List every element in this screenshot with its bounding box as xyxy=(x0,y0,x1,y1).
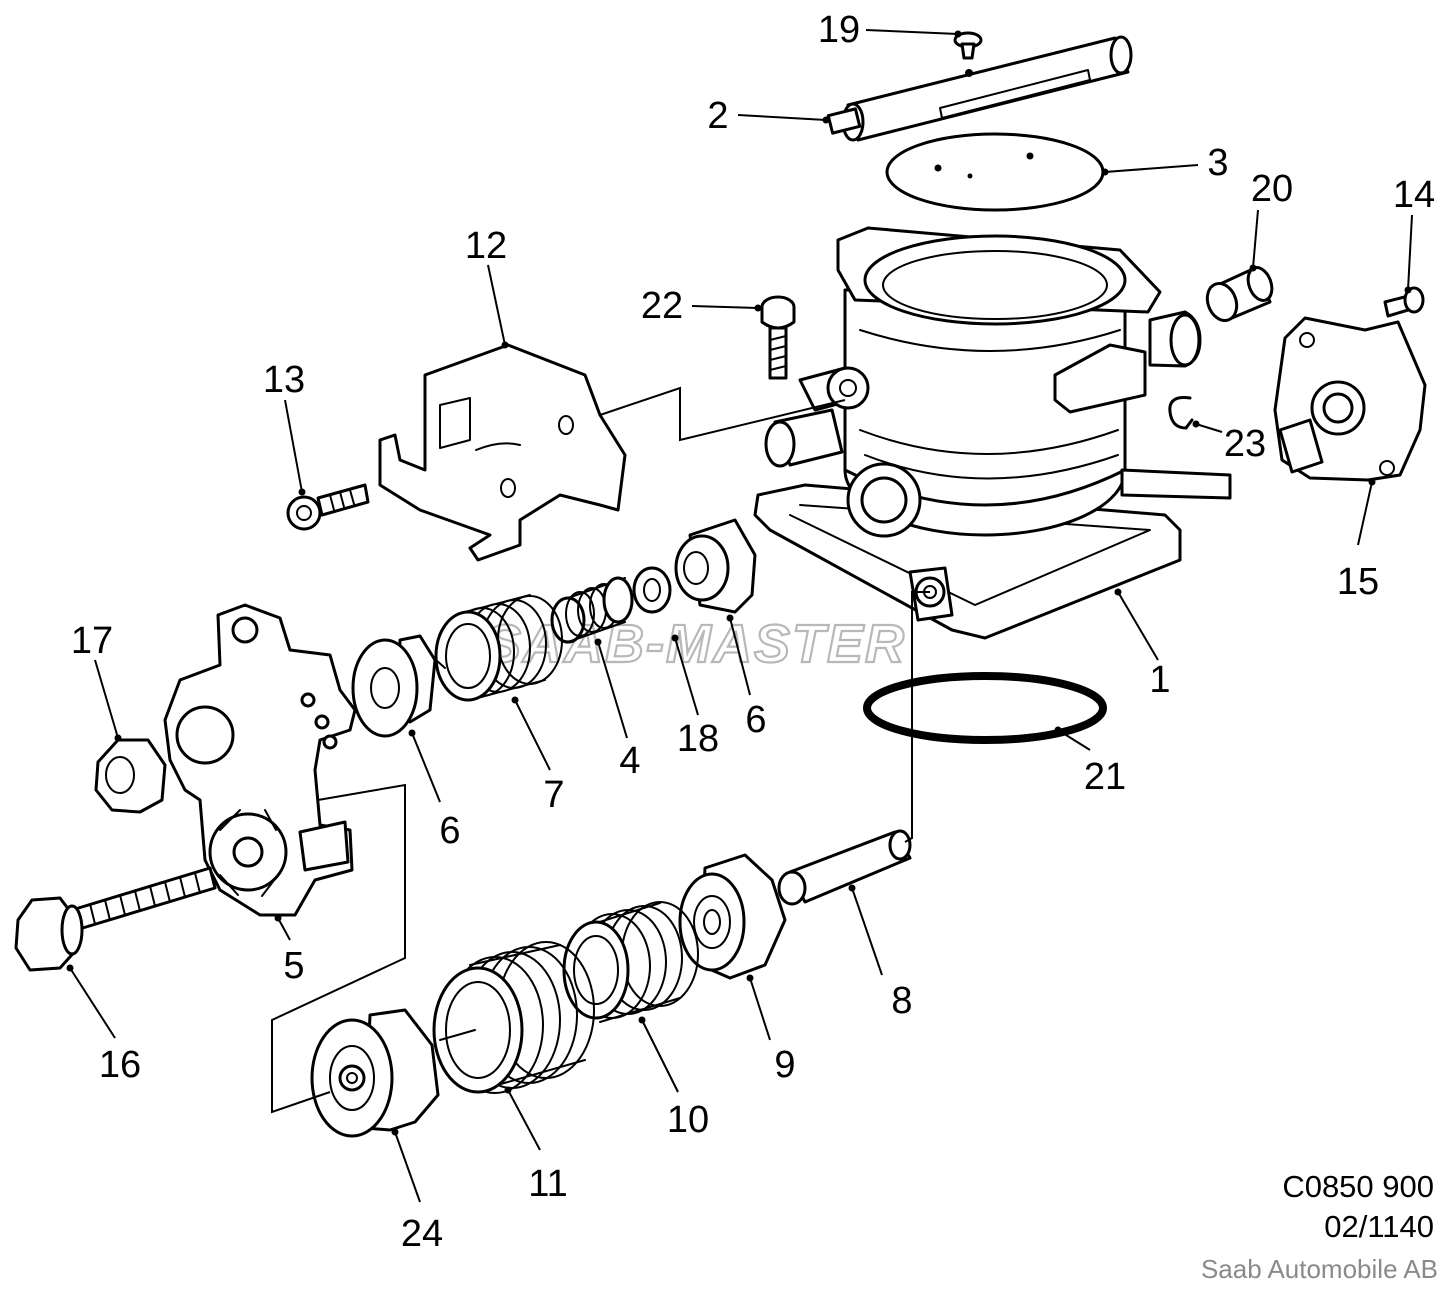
nut-17 xyxy=(94,738,167,814)
callout-14: 14 xyxy=(1393,174,1435,216)
callout-6-upper: 6 xyxy=(745,699,766,741)
spring-seat-6-lower xyxy=(351,634,437,738)
callout-labels: 1 2 3 4 5 6 6 7 8 9 10 11 12 13 14 15 16… xyxy=(71,9,1435,1255)
leader-lines xyxy=(66,29,1413,1203)
callout-3: 3 xyxy=(1207,142,1228,184)
spring-10 xyxy=(562,901,699,1023)
callout-23: 23 xyxy=(1224,423,1266,465)
callout-5: 5 xyxy=(283,945,304,987)
callout-24: 24 xyxy=(401,1213,443,1255)
callout-10: 10 xyxy=(667,1099,709,1141)
drawing-code: C0850 900 xyxy=(1282,1169,1434,1204)
screw-19 xyxy=(953,31,983,60)
sleeve-20 xyxy=(1205,266,1274,322)
screw-22 xyxy=(760,295,796,380)
callout-8: 8 xyxy=(891,980,912,1022)
callout-15: 15 xyxy=(1337,561,1379,603)
callout-18: 18 xyxy=(677,718,719,760)
callout-9: 9 xyxy=(774,1044,795,1086)
bearing-housing-9 xyxy=(678,853,787,980)
sheet-number: 02/1140 xyxy=(1324,1209,1434,1244)
callout-20: 20 xyxy=(1251,168,1293,210)
callout-1: 1 xyxy=(1149,659,1170,701)
copyright-notice: Saab Automobile AB xyxy=(1201,1254,1438,1284)
callout-12: 12 xyxy=(465,225,507,267)
screw-13 xyxy=(286,483,370,531)
throttle-shaft xyxy=(826,35,1133,142)
callout-16: 16 xyxy=(99,1044,141,1086)
reference-block: C0850 900 02/1140 Saab Automobile AB xyxy=(1201,1169,1438,1284)
circlip-23 xyxy=(1168,396,1194,430)
spring-11 xyxy=(432,941,595,1094)
callout-4: 4 xyxy=(619,740,640,782)
throttle-position-sensor xyxy=(1273,316,1427,482)
callout-11: 11 xyxy=(528,1163,567,1205)
callout-21: 21 xyxy=(1084,756,1126,798)
assembly-lines xyxy=(271,386,930,1114)
bolt-16 xyxy=(14,866,217,972)
callout-2: 2 xyxy=(707,95,728,137)
spring-4 xyxy=(550,576,634,644)
washer-18 xyxy=(632,566,672,614)
spring-7 xyxy=(434,594,563,702)
screw-14 xyxy=(1383,286,1425,318)
callout-17: 17 xyxy=(71,620,113,662)
callout-13: 13 xyxy=(263,359,305,401)
callout-7: 7 xyxy=(543,774,564,816)
bracket-12 xyxy=(378,343,627,562)
callout-19: 19 xyxy=(818,9,860,51)
end-cap-24 xyxy=(310,1008,440,1138)
callout-6-lower: 6 xyxy=(439,810,460,852)
throttle-body-housing xyxy=(753,226,1232,640)
throttle-plate xyxy=(885,132,1105,212)
pin-8 xyxy=(777,829,912,906)
watermark: SAAB-MASTER xyxy=(485,614,906,674)
lever-plate-5 xyxy=(163,603,357,917)
callout-22: 22 xyxy=(641,285,683,327)
spring-seat-6-upper xyxy=(674,518,757,614)
o-ring-21 xyxy=(863,672,1107,744)
